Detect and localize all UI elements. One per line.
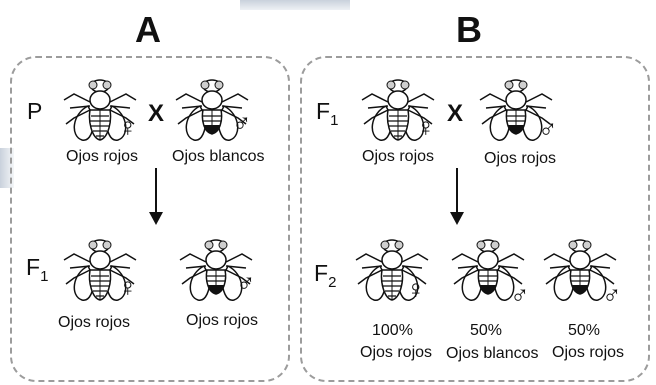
top-male-label: Ojos rojos bbox=[484, 150, 556, 168]
generation-f1-label: F1 bbox=[316, 100, 338, 132]
female-symbol-icon: ♀ bbox=[406, 274, 426, 305]
generation-f1-label: F1 bbox=[26, 256, 48, 288]
male-symbol-icon: ♂ bbox=[236, 268, 256, 299]
male-symbol-icon: ♂ bbox=[232, 108, 252, 139]
panel-a-title: A bbox=[135, 12, 161, 48]
bottom-female-label: Ojos rojos bbox=[58, 314, 130, 332]
top-female-label: Ojos rojos bbox=[66, 148, 138, 166]
male-symbol-icon: ♂ bbox=[510, 280, 530, 311]
cross-symbol: X bbox=[447, 100, 463, 128]
generation-f2-label: F2 bbox=[314, 262, 336, 294]
decorative-top-bar bbox=[240, 0, 350, 10]
offspring-label: Ojos blancos bbox=[446, 345, 539, 363]
male-symbol-icon: ♂ bbox=[602, 280, 622, 311]
female-symbol-icon: ♀ bbox=[118, 272, 138, 303]
top-female-label: Ojos rojos bbox=[362, 148, 434, 166]
offspring-percent: 50% bbox=[568, 322, 600, 340]
offspring-label: Ojos rojos bbox=[360, 344, 432, 362]
female-symbol-icon: ♀ bbox=[416, 112, 436, 143]
generation-p-label: P bbox=[27, 100, 42, 123]
offspring-percent: 50% bbox=[470, 322, 502, 340]
female-symbol-icon: ♀ bbox=[118, 112, 138, 143]
bottom-male-label: Ojos rojos bbox=[186, 312, 258, 330]
arrow-down-icon bbox=[146, 168, 166, 226]
arrow-down-icon bbox=[447, 168, 467, 226]
panel-b-title: B bbox=[456, 12, 482, 48]
top-male-label: Ojos blancos bbox=[172, 148, 265, 166]
cross-symbol: X bbox=[148, 100, 164, 128]
offspring-label: Ojos rojos bbox=[552, 344, 624, 362]
male-symbol-icon: ♂ bbox=[538, 114, 558, 145]
offspring-percent: 100% bbox=[372, 322, 413, 340]
